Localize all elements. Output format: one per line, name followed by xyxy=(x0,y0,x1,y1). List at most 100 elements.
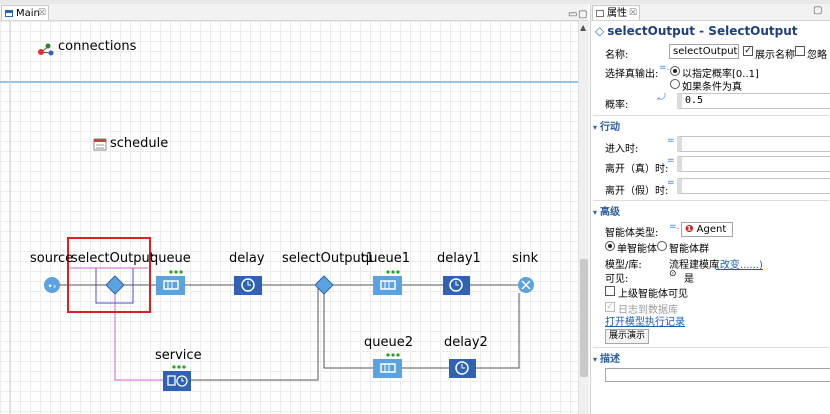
select-true-label: 选择真输出: xyxy=(605,69,659,80)
minimize-icon[interactable]: ▭ xyxy=(568,9,578,20)
show-name-checkbox[interactable]: ✓ xyxy=(743,46,753,56)
selection-outline xyxy=(67,237,151,313)
name-input[interactable]: selectOutput xyxy=(669,44,739,59)
canvas-graphics: •› xyxy=(0,21,578,414)
delay1-label[interactable]: delay1 xyxy=(437,251,481,266)
visible-label: 可见: xyxy=(605,274,629,285)
selectoutput-label[interactable]: selectOutput xyxy=(71,251,155,266)
sink-block-icon xyxy=(518,277,534,293)
on-exit-false-label: 离开（假）时: xyxy=(605,186,669,197)
single-agent-label: 单智能体 xyxy=(617,244,657,255)
delay1-block-icon xyxy=(443,276,470,295)
open-log-link[interactable]: 打开模型执行记录 xyxy=(605,317,685,328)
service-label[interactable]: service xyxy=(155,348,202,363)
section-advanced[interactable]: ▾高级 xyxy=(593,207,621,218)
ignore-checkbox[interactable] xyxy=(795,46,805,56)
flow-connectors xyxy=(58,284,520,381)
service-block-icon xyxy=(163,365,191,391)
schedule-label[interactable]: schedule xyxy=(110,136,169,151)
scrollbar-thumb[interactable] xyxy=(580,259,588,377)
diamond-icon: ◇ xyxy=(595,24,605,38)
close-icon[interactable]: ☒ xyxy=(37,8,46,18)
on-exit-true-label: 离开（真）时: xyxy=(605,164,669,175)
upper-visible-checkbox[interactable] xyxy=(605,286,615,296)
queue-block-icon xyxy=(156,270,185,295)
on-exit-true-input[interactable] xyxy=(677,156,830,172)
close-icon[interactable]: ☒ xyxy=(628,8,637,18)
name-label: 名称: xyxy=(605,50,629,61)
log-checkbox[interactable]: ✓ xyxy=(605,302,615,312)
source-label[interactable]: source xyxy=(30,251,74,266)
on-exit-false-input[interactable] xyxy=(677,178,830,194)
sink-label[interactable]: sink xyxy=(512,251,539,266)
condition-radio[interactable] xyxy=(670,79,680,89)
option-icon: =. xyxy=(669,222,680,232)
visible-value: 是 xyxy=(684,274,694,285)
code-icon: = xyxy=(667,136,675,146)
probability-radio[interactable] xyxy=(670,66,680,76)
agent-group-radio[interactable] xyxy=(657,241,667,251)
upper-visible-label: 上级智能体可见 xyxy=(618,289,688,300)
model-lib-value: 流程建模库 xyxy=(669,260,719,271)
properties-title: ◇selectOutput - SelectOutput xyxy=(595,24,798,38)
agent-type-label: 智能体类型: xyxy=(605,228,659,239)
schedule-icon xyxy=(93,138,107,151)
agent-tab-icon xyxy=(5,10,13,17)
section-action[interactable]: ▾行动 xyxy=(593,122,621,133)
log-label: 日志到数据库 xyxy=(618,305,678,316)
on-enter-label: 进入时: xyxy=(605,144,639,155)
properties-icon xyxy=(596,10,604,17)
delay-label[interactable]: delay xyxy=(229,251,265,266)
top-toolbar-strip xyxy=(0,0,830,4)
resource-link-line xyxy=(114,294,163,381)
model-canvas[interactable]: •› xyxy=(0,21,578,414)
editor-tab-bar: Main ☒ ▭ ▢ xyxy=(0,4,588,21)
canvas-scrollbar[interactable]: ▲ xyxy=(578,21,589,414)
queue2-label[interactable]: queue2 xyxy=(364,335,413,350)
queue1-block-icon xyxy=(373,270,402,295)
section-description[interactable]: ▾描述 xyxy=(593,354,621,365)
divider xyxy=(593,347,829,348)
queue2-block-icon xyxy=(373,353,402,378)
delay2-block-icon xyxy=(449,359,476,378)
description-input[interactable] xyxy=(605,368,830,382)
ignore-label: 忽略 xyxy=(807,50,827,61)
dynamic-value-icon[interactable]: ⤾ xyxy=(657,93,665,103)
agent-group-label: 智能体群 xyxy=(669,244,709,255)
condition-option-label: 如果条件为真 xyxy=(682,82,742,93)
selectoutput1-label[interactable]: selectOutput1 xyxy=(282,251,375,266)
divider xyxy=(593,200,829,201)
chevron-down-icon: ⌄ xyxy=(729,224,732,235)
demo-button[interactable]: 展示演示 xyxy=(605,329,650,344)
on-enter-input[interactable] xyxy=(677,136,830,152)
agent-type-select[interactable]: ❶ Agent ⌄ xyxy=(681,222,733,237)
single-agent-radio[interactable] xyxy=(605,241,615,251)
option-icon: =. xyxy=(659,63,670,73)
scroll-up-icon[interactable]: ▲ xyxy=(580,23,587,32)
probability-input[interactable]: 0.5 xyxy=(677,93,830,109)
selectoutput-diamond-icon xyxy=(105,275,125,295)
delay2-label[interactable]: delay2 xyxy=(444,335,488,350)
tab-properties[interactable]: 属性 ☒ xyxy=(592,5,640,20)
delay-block-icon xyxy=(234,276,262,295)
queue-label[interactable]: queue xyxy=(150,251,191,266)
queue1-label[interactable]: queue1 xyxy=(361,251,410,266)
change-link[interactable]: (改变......) xyxy=(716,260,763,271)
connections-label[interactable]: connections xyxy=(58,39,137,54)
show-name-label: 展示名称 xyxy=(755,50,795,61)
probability-option-label: 以指定概率[0..1] xyxy=(682,69,759,80)
tab-main[interactable]: Main ☒ xyxy=(1,5,49,20)
model-lib-label: 模型/库: xyxy=(605,260,642,271)
maximize-icon[interactable]: ▢ xyxy=(578,9,588,20)
source-block-icon: •› xyxy=(44,277,60,293)
svg-text:•›: •› xyxy=(48,282,57,292)
probability-label: 概率: xyxy=(605,100,629,111)
connections-icon xyxy=(38,43,54,56)
code-icon: = xyxy=(667,156,675,166)
tab-main-label: Main xyxy=(16,8,40,19)
maximize-icon[interactable]: ▢ xyxy=(813,5,823,16)
properties-panel: 属性 ☒ ▢ ◇selectOutput - SelectOutput 名称: … xyxy=(590,4,830,414)
code-icon: = xyxy=(667,178,675,188)
agent-icon: ❶ xyxy=(685,224,694,235)
toggle-icon[interactable]: ⊙ xyxy=(669,269,677,279)
